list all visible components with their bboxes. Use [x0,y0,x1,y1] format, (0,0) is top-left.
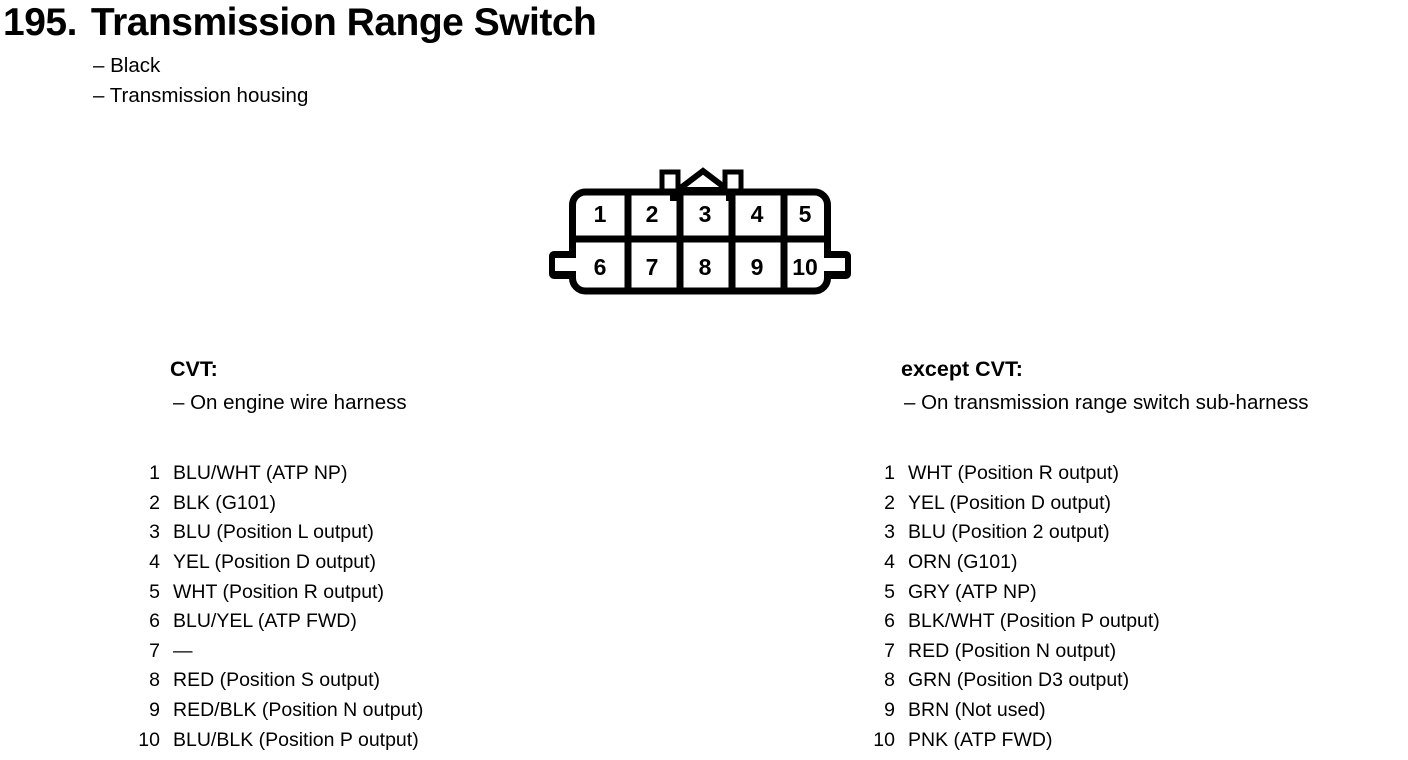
connector-pin-4: 4 [751,201,764,227]
pin-number: 7 [149,639,160,662]
pin-number: 2 [884,491,895,514]
pin-label: BLU/YEL (ATP FWD) [173,610,357,633]
section-except-cvt: except CVT: – On transmission range swit… [901,357,1309,415]
page-title-text: Transmission Range Switch [90,1,597,44]
pin-row: 10 PNK (ATP FWD) [851,726,1160,756]
pin-label: WHT (Position R output) [173,580,384,603]
pin-label: WHT (Position R output) [908,462,1119,484]
pin-label: PNK (ATP FWD) [908,728,1053,751]
pin-row: 1 WHT (Position R output) [851,459,1160,489]
pin-number: 7 [884,639,895,662]
pin-list-except-cvt: 1 WHT (Position R output) 2 YEL (Position … [851,459,1160,755]
pin-number: 4 [884,550,895,573]
pin-row: 8 GRN (Position D3 output) [851,666,1160,696]
connector-pin-8: 8 [699,254,712,280]
pin-number: 10 [873,728,895,751]
pin-label: RED (Position S output) [173,669,381,692]
pin-label: YEL (Position D output) [173,550,377,573]
pin-number: 5 [149,580,160,603]
connector-pin-2: 2 [646,201,659,227]
pin-number: 8 [884,669,895,692]
pin-row: 7— [116,637,423,667]
pin-number: 8 [149,669,160,692]
pin-number: 1 [884,462,895,484]
pin-label: ORN (G101) [908,550,1018,573]
pin-label: BLU (Position L output) [173,521,374,544]
pin-row: 1 BLU/WHT (ATP NP) [116,459,423,489]
pin-row: 2 BLK (G101) [116,489,423,519]
pin-label: GRN (Position D3 output) [908,669,1130,692]
connector-note-color: – Black [93,54,161,77]
pin-row: 6 BLK/WHT (Position P output) [851,607,1160,637]
pin-row: 6 BLU/YEL (ATP FWD) [116,607,423,637]
pin-number: 1 [149,462,160,484]
pin-label: RED/BLK (Position N output) [173,699,424,722]
pin-label: BLK/WHT (Position P output) [908,610,1160,633]
pin-row: 3 BLU (Position L output) [116,518,423,548]
pin-row: 9 RED/BLK (Position N output) [116,696,423,726]
pin-number: 9 [884,699,895,722]
connector-latch-stub-right [726,190,733,201]
connector-notes: – Black – Transmission housing [93,51,308,111]
pin-number: 3 [884,521,895,544]
pin-row: 5 WHT (Position R output) [116,578,423,608]
page-title: 195. Transmission Range Switch [3,1,597,45]
pin-row: 9 BRN (Not used) [851,696,1160,726]
section-except-cvt-subnote: – On transmission range switch sub-harne… [904,391,1309,414]
pin-row: 7 RED (Position N output) [851,637,1160,667]
pin-number: 6 [149,610,160,633]
pin-row: 4 ORN (G101) [851,548,1160,578]
connector-pin-3: 3 [699,201,712,227]
section-cvt-subnote: – On engine wire harness [173,391,407,414]
connector-note-location: – Transmission housing [93,84,309,107]
connector-pin-5: 5 [799,201,812,227]
connector-pin-1: 1 [594,201,607,227]
pin-list-cvt: 1 BLU/WHT (ATP NP) 2 BLK (G101) 3 BLU (Posi… [116,459,423,755]
pin-number: 4 [149,550,160,573]
pin-row: 2 YEL (Position D output) [851,489,1160,519]
pin-label: BLU (Position 2 output) [908,521,1110,544]
section-cvt: CVT: – On engine wire harness [170,357,407,415]
pin-number: 5 [884,580,895,603]
pin-number: 9 [149,699,160,722]
pin-label: BLU/WHT (ATP NP) [173,462,348,484]
pin-number: 2 [149,491,160,514]
connector-latch-chevron [669,167,737,193]
section-except-cvt-heading: except CVT: [901,357,1023,381]
pin-row: 4 YEL (Position D output) [116,548,423,578]
connector-pin-10: 10 [792,254,818,280]
pin-number: 10 [138,728,160,751]
pin-label: GRY (ATP NP) [908,580,1037,603]
connector-diagram: 1 2 3 4 5 6 7 8 9 10 [549,167,851,295]
pin-row: 8 RED (Position S output) [116,666,423,696]
connector-pin-6: 6 [594,254,607,280]
connector-cavity-grid [570,190,830,293]
pin-label: BRN (Not used) [908,699,1046,722]
connector-left-key-slot [555,258,580,271]
pin-label: RED (Position N output) [908,639,1117,662]
pin-label: BLU/BLK (Position P output) [173,728,419,751]
section-cvt-heading: CVT: [170,357,218,381]
connector-pin-7: 7 [646,254,659,280]
connector-right-key-slot [820,258,845,271]
pin-label: YEL (Position D output) [908,491,1112,514]
connector-latch-stub-left [670,190,677,201]
pin-label: BLK (G101) [173,491,276,514]
pin-number: 6 [884,610,895,633]
connector-pin-9: 9 [751,254,764,280]
pin-number: 3 [149,521,160,544]
pin-row: 10 BLU/BLK (Position P output) [116,726,423,756]
page-title-index: 195. [3,1,77,44]
pin-row: 3 BLU (Position 2 output) [851,518,1160,548]
pin-label: — [173,639,193,662]
pin-row: 5 GRY (ATP NP) [851,578,1160,608]
